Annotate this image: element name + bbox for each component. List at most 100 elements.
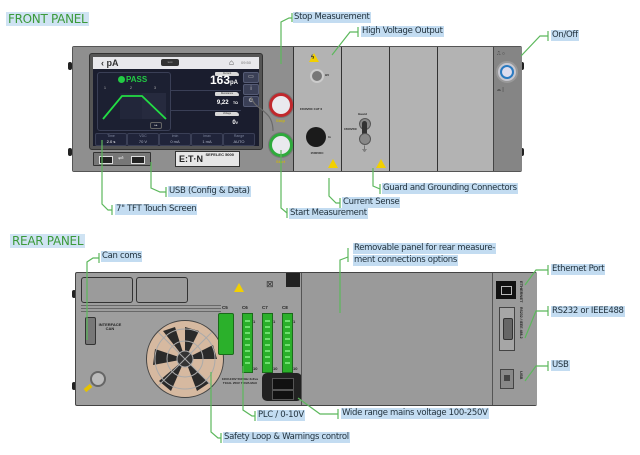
ethernet-port[interactable] [496,281,516,299]
front-usb-ports: ⇌ [93,152,151,166]
can-connector[interactable] [85,317,96,345]
label-current-sense: Current Sense [342,197,401,208]
fuse-holder[interactable] [286,273,300,287]
rear-panel-title: REAR PANEL [10,234,86,248]
current-readout: Current 163pA [171,71,241,91]
label-stop-measurement: Stop Measurement [293,12,371,23]
screen-header: ‹ pA test ⌂ 09:50 [93,57,259,69]
leader-hv [331,31,358,56]
ground-connector[interactable] [359,133,371,145]
stop-label: Stop [276,118,285,123]
iec-mains-inlet[interactable] [262,373,302,401]
label-guard-grounding: Guard and Grounding Connectors [382,183,518,194]
rs232-port[interactable] [499,307,515,351]
touch-screen-bezel: ‹ pA test ⌂ 09:50 PASS 1 2 3 ▸▸ [89,53,263,150]
label-can-coms: Can coms [101,251,143,262]
warning-icon-2 [376,159,386,168]
label-high-voltage-output: High Voltage Output [361,26,444,37]
usb-b-port[interactable] [500,369,514,389]
power-on-symbols: ⌓ | [497,87,504,93]
voltage-value: 0V [232,120,238,126]
c5-safety-loop-connector[interactable] [218,313,234,355]
label-plate-2 [136,277,188,303]
button-trace [250,97,274,132]
c7-terminal[interactable] [262,313,273,373]
hv-label: HV [325,73,330,77]
rear-handle-top-left [72,290,76,298]
home-icon[interactable]: ⌂ [229,58,234,67]
info-icon[interactable]: i [243,84,259,95]
front-handle-bottom-right [520,148,524,156]
step-3: 3 [154,86,156,90]
leader-guard [372,168,381,190]
usb-port-1[interactable] [99,156,113,164]
c6-pin-first: 1 [253,319,256,324]
usb-icon: ⇌ [118,155,124,162]
leader-start [280,150,288,214]
c6-plc-terminal[interactable] [242,313,253,373]
hv-module: ϟ HV 1500VDC CAT II In 1500VDC [293,47,342,171]
c7-pin-last: 10 [273,366,278,371]
label-usb-rear: USB [551,360,570,371]
communication-module: ETHERNET RS232 / IEEE 488-2 USB [492,273,537,405]
test-badge[interactable]: test [161,59,179,66]
ground-terminal[interactable] [90,371,106,387]
screen-clock: 09:50 [241,60,252,65]
c6-pin-last: 10 [253,366,258,371]
leader-stop [280,17,292,64]
screen-title[interactable]: ‹ pA [101,58,119,68]
leader-plc [242,366,255,417]
vdc-label: 1500VDC [310,151,324,155]
rear-panel: INTERFACE CAN ⊠ C5 C6 C7 C8 1 1 1 10 10 … [75,272,537,406]
power-switch[interactable] [496,61,518,83]
front-handle-top-left [68,62,72,70]
voltage-tag: Voltage [215,112,239,116]
voltage-readout: Voltage 0V [171,111,241,130]
leader-tft [101,140,112,211]
hv-output-connector[interactable] [310,69,324,83]
leader-usb-rear [524,365,548,382]
leader-onoff [520,35,548,57]
step-2: 2 [130,86,132,90]
current-sense-connector[interactable] [306,127,326,147]
leader-current [328,178,340,204]
guard-module: Guard 1500VDC ⏚ [341,47,390,171]
label-removable-panel-1: Removable panel for rear measure- [353,243,497,254]
resistance-readout: Resistance 9,22 TΩ [171,91,241,111]
step-1: 1 [104,86,106,90]
blank-module-1 [389,47,438,171]
fan-guard-icon [153,327,217,391]
c8-pin-first: 1 [293,319,296,324]
power-symbols: ⎍ ○ [497,51,505,57]
ethernet-label: ETHERNET [519,281,524,303]
front-panel-title: FRONT PANEL [6,12,90,26]
leader-removable [339,256,349,313]
front-handle-bottom-left [68,148,72,156]
front-handle-top-right [520,62,524,70]
resistance-value: 9,22 TΩ [216,100,238,106]
label-start-measurement: Start Measurement [289,208,368,219]
label-rs232: RS232 or IEEE488 [551,306,625,317]
label-plate-1 [81,277,133,303]
leader-usb [150,162,166,193]
usb-port-2[interactable] [131,156,145,164]
play-button[interactable]: ▸▸ [150,122,162,129]
stop-button[interactable] [269,93,293,117]
guard-bridge [362,121,367,141]
label-ethernet-port: Ethernet Port [551,264,606,275]
settings-gear-icon[interactable]: ⚙ [243,96,259,107]
folder-icon[interactable]: ▭ [243,72,259,83]
in-label: In [328,135,331,139]
label-removable-panel-2: ment connections options [353,255,459,266]
touch-screen[interactable]: ‹ pA test ⌂ 09:50 PASS 1 2 3 ▸▸ [93,57,259,146]
c8-terminal[interactable] [282,313,293,373]
blank-module-2 [437,47,494,171]
leader-can [86,257,99,340]
c6-label: C6 [242,305,248,310]
lightning-icon: ϟ [311,55,315,61]
